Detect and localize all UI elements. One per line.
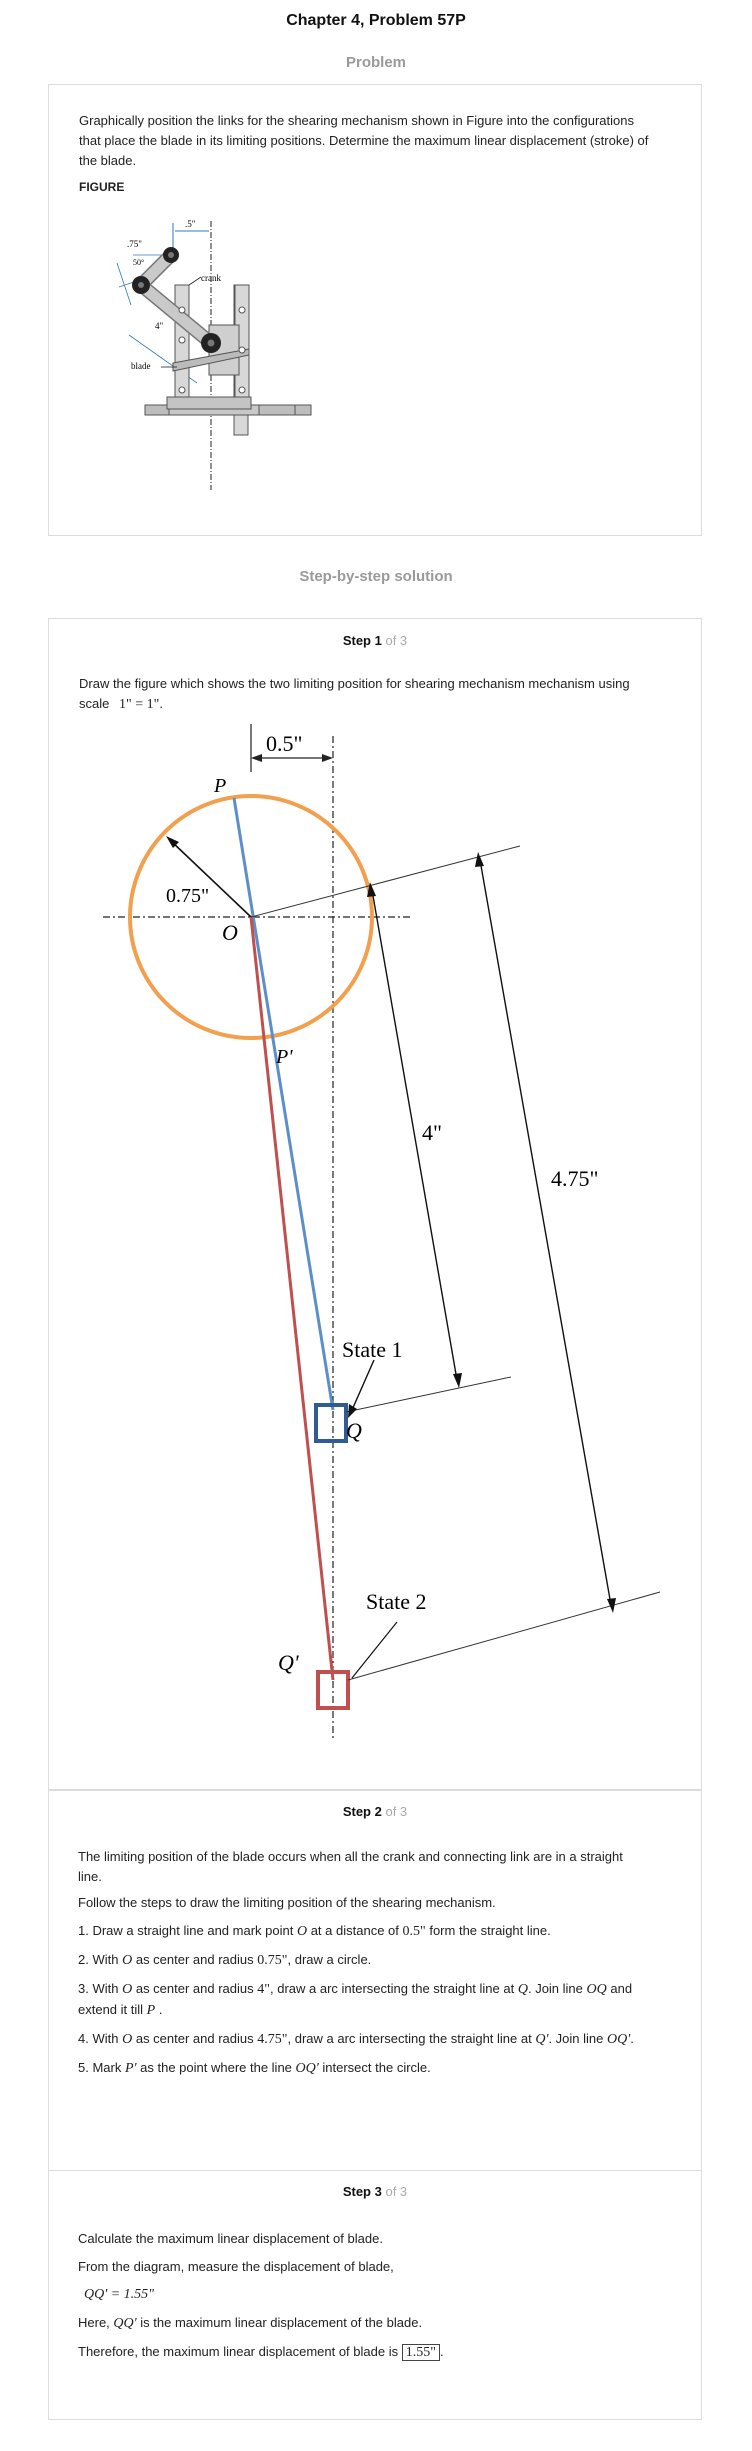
solution-heading: Step-by-step solution (299, 568, 453, 585)
step2-item-2: 2. With O as center and radius 0.75", dr… (78, 1952, 372, 1968)
point-o-label: O (222, 920, 238, 945)
figure-label: FIGURE (79, 180, 125, 194)
step1-label: Step 1 (342, 633, 382, 648)
step2-item-4: 4. With O as center and radius 4.75", dr… (78, 2031, 634, 2047)
step3-of: of 3 (385, 2184, 408, 2199)
step1-of: of 3 (385, 633, 408, 648)
point-q-label: Q (346, 1418, 362, 1443)
step3-section: Step 3 of 3 Calculate the maximum linear… (48, 2170, 702, 2420)
blue-link (232, 797, 335, 1411)
problem-heading: Problem (345, 54, 406, 71)
step2-item-1: 1. Draw a straight line and mark point O… (78, 1923, 551, 1939)
point-p-label: P (213, 775, 226, 797)
step2-label: Step 2 (342, 1804, 382, 1819)
step3-title: Step 3 of 3 (48, 2184, 702, 2199)
step2-item-3: 3. With O as center and radius 4", draw … (78, 1981, 633, 2018)
step1-title: Step 1 of 3 (49, 633, 701, 648)
fig-blade-label: blade (131, 361, 151, 371)
offset-label: 0.5" (266, 731, 302, 756)
point-q-prime-label: Q' (278, 1650, 299, 1675)
step2-follow: Follow the steps to draw the limiting po… (78, 1895, 496, 1910)
red-link (249, 916, 335, 1681)
blade-state1 (314, 1403, 348, 1443)
limiting-positions-diagram: 0.5" 0.75" O P P' 4" 4.75" State 1 Q Sta… (103, 724, 661, 1740)
step3-line1: Calculate the maximum linear displacemen… (78, 2231, 383, 2246)
crank-circle (128, 794, 374, 1040)
step3-here: Here, QQ' is the maximum linear displace… (78, 2315, 423, 2331)
fig-crank-label: crank (201, 273, 221, 283)
step1-text: Draw the figure which shows the two limi… (79, 676, 630, 712)
fig-dim-top: .5" (185, 219, 196, 229)
answer-box: 1.55" (401, 2344, 440, 2361)
step2-intro: The limiting position of the blade occur… (78, 1849, 623, 1884)
point-p-prime-label: P' (275, 1046, 293, 1068)
state2-label: State 2 (366, 1589, 427, 1614)
radius-label: 0.75" (166, 885, 209, 907)
blade-state2 (316, 1670, 350, 1710)
step2-of: of 3 (385, 1804, 408, 1819)
step3-label: Step 3 (342, 2184, 382, 2199)
step3-line2: From the diagram, measure the displaceme… (78, 2259, 394, 2274)
fig-dim-link: 4" (155, 321, 164, 331)
step-divider-2 (48, 2170, 702, 2171)
step1-scale: 1" = 1" (118, 697, 160, 712)
step2-section: Step 2 of 3 The limiting position of the… (48, 1790, 702, 2170)
step3-equation: QQ' = 1.55" (84, 2287, 155, 2302)
fig-dim-left: .75" (127, 239, 142, 249)
fig-angle: 50° (133, 258, 144, 267)
problem-text: Graphically position the links for the s… (79, 113, 649, 168)
step2-title: Step 2 of 3 (48, 1804, 702, 1819)
page-title: Chapter 4, Problem 57P (286, 12, 466, 29)
dim-475-label: 4.75" (551, 1166, 598, 1191)
step2-item-5: 5. Mark P' as the point where the line O… (78, 2060, 431, 2076)
step1-instruction: Draw the figure which shows the two limi… (79, 676, 630, 711)
step-divider-1 (48, 1790, 702, 1791)
problem-card: Graphically position the links for the s… (48, 84, 702, 536)
step1-card: Step 1 of 3 Draw the figure which shows … (48, 618, 702, 1790)
step3-therefore: Therefore, the maximum linear displaceme… (78, 2344, 444, 2361)
state1-label: State 1 (342, 1337, 403, 1362)
dim-4-label: 4" (422, 1120, 442, 1145)
problem-figure: .5" .75" 50° crank 4" blade (116, 219, 312, 490)
